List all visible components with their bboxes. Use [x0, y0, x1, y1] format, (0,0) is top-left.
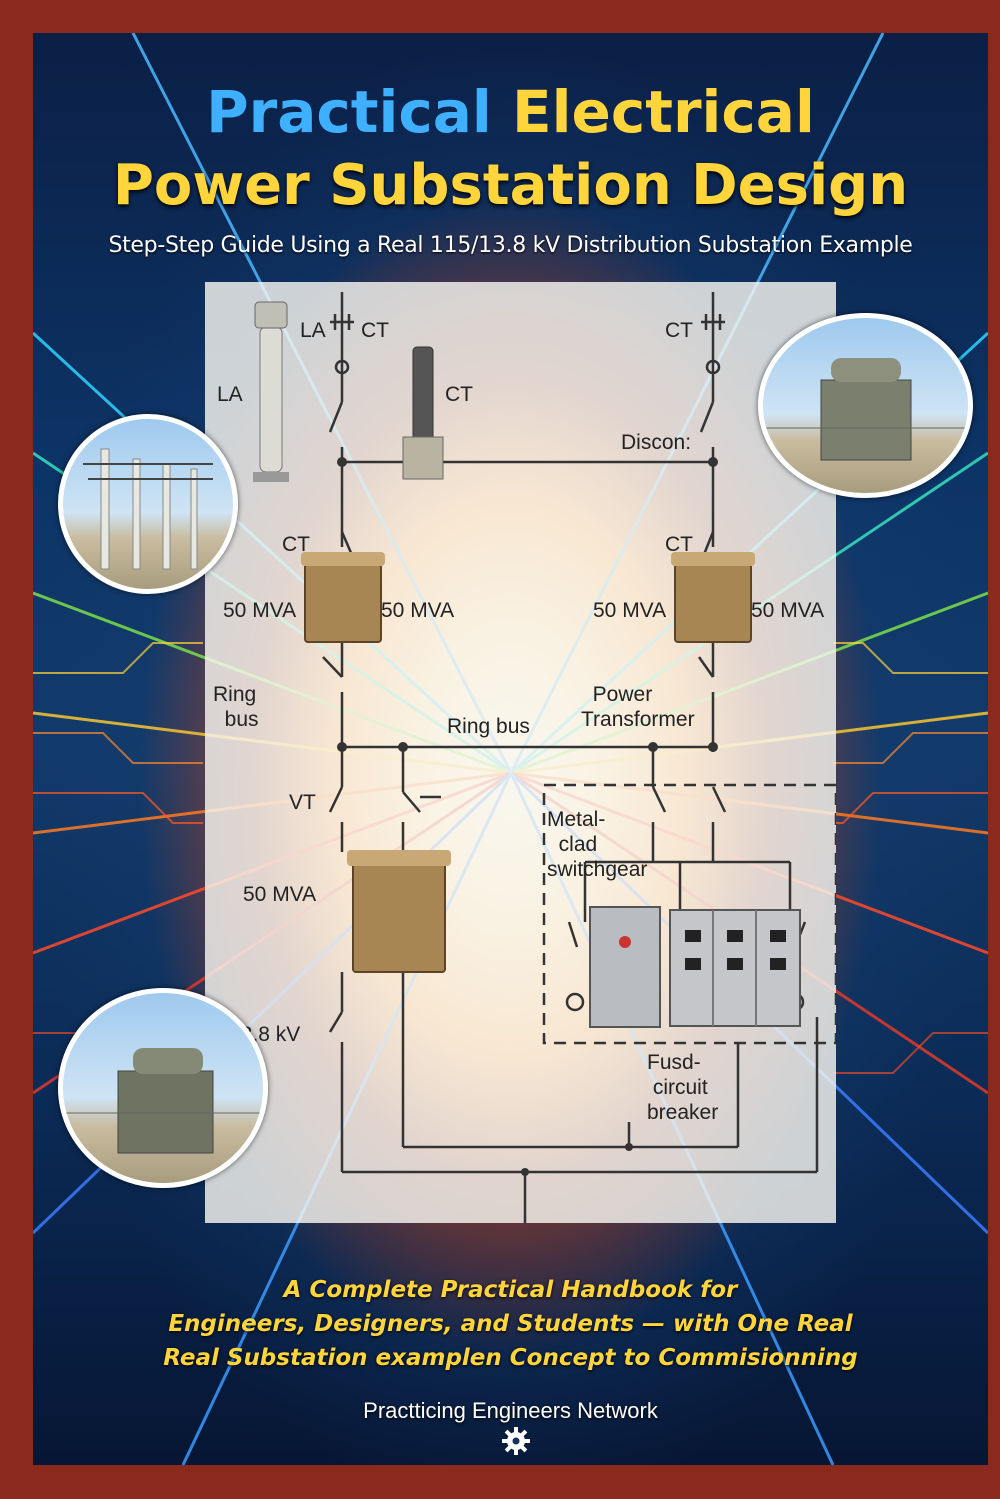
tagline-line-1: A Complete Practical Handbook for — [283, 1277, 738, 1303]
title-word-practical: Practical — [206, 78, 492, 146]
label-mva-1: 50 MVA — [223, 599, 297, 622]
label-ct-mid-right: CT — [665, 533, 693, 556]
label-fused-circuit-breaker: Fusd- circuit breaker — [647, 1051, 719, 1124]
gear-icon — [502, 1427, 530, 1455]
label-metal-clad-switchgear: Metal- clad switchgear — [547, 808, 648, 881]
label-ct-side: CT — [445, 383, 473, 406]
tagline: A Complete Practical Handbook for Engine… — [33, 1273, 988, 1375]
label-ct-mid-left: CT — [282, 533, 310, 556]
subtitle: Step-Step Guide Using a Real 115/13.8 kV… — [108, 233, 913, 258]
label-ct-top-left: CT — [361, 319, 389, 342]
label-mva-4: 50 MVA — [751, 599, 825, 622]
photo-transformer-top — [758, 313, 973, 498]
title-line-2: Power Substation Design — [112, 153, 909, 218]
label-ring-bus-center: Ring bus — [447, 715, 530, 738]
label-power-transformer: Power Transformer — [581, 683, 695, 731]
transformer-photo-top — [763, 358, 968, 461]
single-line-diagram: LA CT CT LA CT Discon: CT CT 50 MVA 50 M… — [205, 282, 836, 1223]
publisher-name: Practticing Engineers Network — [363, 1398, 658, 1423]
label-la-top: LA — [300, 319, 326, 342]
transformer-photo-bottom — [63, 1048, 263, 1154]
tagline-line-3: Real Substation examplen Concept to Comm… — [163, 1345, 858, 1371]
label-mva-2: 50 MVA — [381, 599, 455, 622]
book-cover: Practical Electrical Power Substation De… — [33, 33, 988, 1465]
diagram-lines — [253, 292, 836, 1223]
label-mva-5: 50 MVA — [243, 883, 317, 906]
title-word-electrical: Electrical — [512, 78, 815, 146]
tagline-line-2: Engineers, Designers, and Students — wit… — [168, 1311, 853, 1337]
photo-substation-poles — [58, 414, 238, 594]
label-ring-bus-left: Ring bus — [213, 683, 259, 731]
title-line-1: Practical Electrical — [33, 78, 988, 146]
label-mva-3: 50 MVA — [593, 599, 667, 622]
label-vt: VT — [289, 791, 316, 814]
photo-transformer-bottom — [58, 988, 268, 1188]
label-la-side: LA — [217, 383, 243, 406]
label-ct-top-right: CT — [665, 319, 693, 342]
substation-poles-image — [83, 448, 213, 570]
label-discon: Discon: — [621, 431, 692, 454]
